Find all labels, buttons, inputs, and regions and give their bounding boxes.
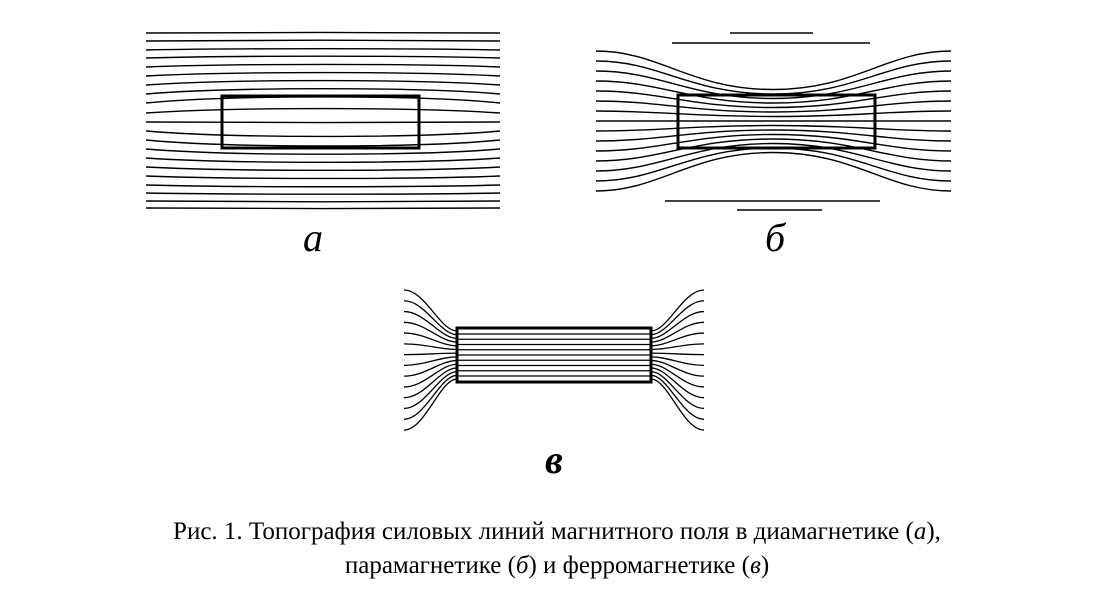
field-line bbox=[145, 55, 501, 59]
field-line bbox=[595, 110, 952, 118]
field-line bbox=[650, 332, 705, 347]
field-line bbox=[595, 80, 952, 104]
field-line bbox=[145, 192, 501, 195]
field-line bbox=[595, 70, 952, 100]
field-line bbox=[145, 107, 501, 114]
field-line bbox=[595, 124, 952, 132]
field-line bbox=[145, 63, 501, 68]
field-line bbox=[145, 96, 501, 104]
caption-italic-b: б bbox=[515, 551, 529, 579]
field-line bbox=[595, 133, 952, 152]
field-line bbox=[650, 367, 705, 399]
field-line bbox=[403, 352, 458, 356]
field-line bbox=[145, 139, 501, 147]
field-line bbox=[403, 332, 458, 347]
caption-text: ) bbox=[760, 551, 770, 579]
field-line bbox=[403, 374, 458, 420]
figure-caption: Рис. 1. Топография силовых линий магнитн… bbox=[0, 515, 1114, 583]
caption-italic-c: в bbox=[749, 551, 761, 579]
field-line bbox=[403, 359, 458, 377]
panel-a-diamagnetic-field bbox=[145, 31, 501, 210]
field-line bbox=[403, 356, 458, 367]
field-line bbox=[145, 175, 501, 180]
panel-b-sample-rectangle bbox=[676, 93, 877, 150]
field-line bbox=[595, 129, 952, 142]
field-line bbox=[595, 50, 952, 91]
field-line bbox=[145, 184, 501, 188]
caption-text: Рис. 1. Топография силовых линий магнитн… bbox=[173, 518, 914, 545]
field-line bbox=[403, 310, 458, 340]
caption-line-2: парамагнетике (б) и ферромагнетике (в) bbox=[0, 549, 1114, 583]
panel-b-label: б bbox=[765, 215, 786, 260]
field-line bbox=[650, 343, 705, 351]
panel-a-sample-rectangle bbox=[220, 94, 421, 150]
field-line bbox=[650, 374, 705, 420]
field-line bbox=[595, 151, 952, 192]
field-line bbox=[403, 321, 458, 343]
field-line bbox=[650, 289, 705, 332]
field-line bbox=[145, 148, 501, 155]
panel-b-paramagnetic-field bbox=[595, 32, 952, 211]
field-line bbox=[403, 367, 458, 399]
field-line bbox=[403, 289, 458, 332]
field-line bbox=[145, 88, 501, 95]
magnetic-field-figure bbox=[145, 31, 952, 431]
caption-text: ) и ферромагнетике ( bbox=[528, 551, 750, 579]
field-line bbox=[403, 300, 458, 336]
field-line bbox=[403, 343, 458, 351]
panel-c-sample-rectangle bbox=[455, 326, 653, 384]
field-line bbox=[145, 79, 501, 86]
field-line bbox=[403, 378, 458, 431]
field-line bbox=[145, 200, 501, 203]
caption-italic-a: а bbox=[913, 518, 927, 545]
field-line bbox=[595, 142, 952, 172]
field-line bbox=[595, 138, 952, 162]
panel-c-label: в bbox=[545, 437, 563, 482]
field-line bbox=[650, 378, 705, 431]
field-line bbox=[595, 100, 952, 113]
caption-line-1: Рис. 1. Топография силовых линий магнитн… bbox=[0, 515, 1114, 549]
field-line bbox=[595, 90, 952, 109]
field-line bbox=[650, 356, 705, 367]
field-line bbox=[145, 157, 501, 163]
field-line bbox=[650, 370, 705, 410]
field-line bbox=[145, 71, 501, 77]
field-line bbox=[145, 31, 501, 34]
field-line bbox=[403, 370, 458, 410]
field-line bbox=[650, 352, 705, 356]
field-line bbox=[145, 130, 501, 138]
field-line bbox=[650, 359, 705, 377]
field-line bbox=[650, 321, 705, 343]
field-line bbox=[145, 121, 501, 124]
panel-a-label: а bbox=[303, 215, 323, 260]
field-line bbox=[145, 48, 501, 51]
field-line bbox=[403, 363, 458, 388]
caption-text: парамагнетике ( bbox=[344, 551, 516, 579]
field-line bbox=[145, 39, 501, 42]
field-line bbox=[650, 310, 705, 340]
field-line bbox=[650, 363, 705, 388]
field-line bbox=[145, 166, 501, 172]
field-line bbox=[650, 300, 705, 336]
field-line bbox=[145, 207, 501, 210]
caption-text: ), bbox=[926, 518, 941, 545]
panel-c-ferromagnetic-field bbox=[403, 289, 705, 431]
